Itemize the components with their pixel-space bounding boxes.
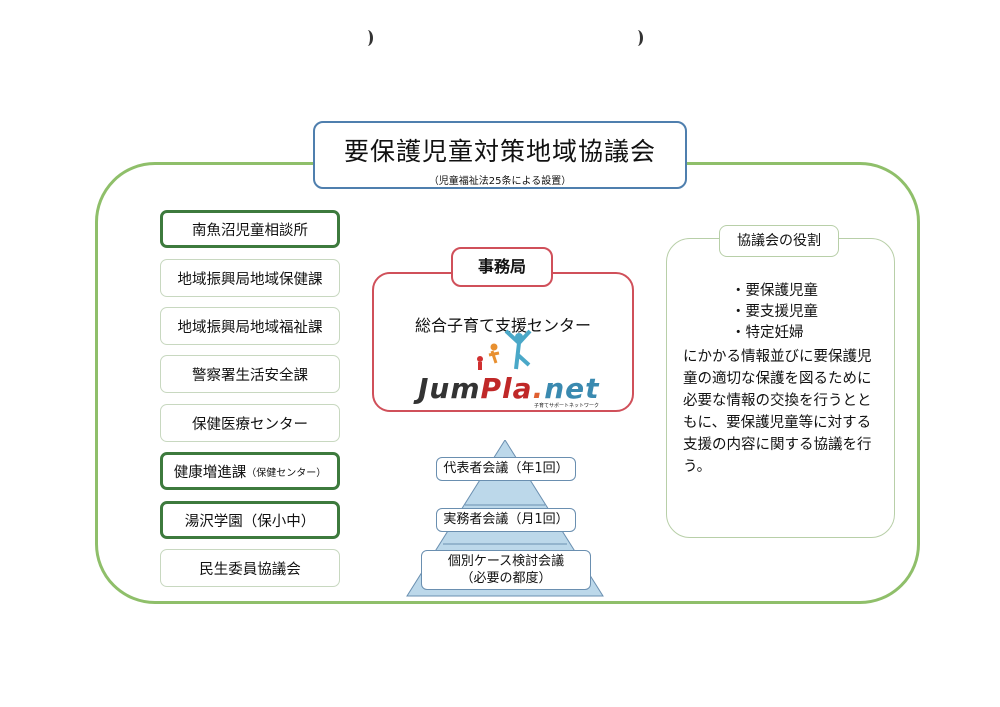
secretariat-box: 総合子育て支援センター JumPla.net 子育てサポートネットワーク (372, 272, 634, 412)
role-box: ・要保護児童・要支援児童・特定妊婦 にかかる情報並びに要保護児童の適切な保護を図… (666, 238, 895, 538)
secretariat-name: 総合子育て支援センター (414, 316, 591, 335)
jumping-figures-icon (477, 329, 532, 370)
member-org: 民生委員協議会 (160, 549, 340, 587)
punch-hole (632, 30, 643, 46)
member-org: 警察署生活安全課 (160, 355, 340, 393)
member-org: 南魚沼児童相談所 (160, 210, 340, 248)
title-box: 要保護児童対策地域協議会 （児童福祉法25条による設置） (313, 121, 687, 189)
logo-subtitle: 子育てサポートネットワーク (534, 403, 600, 409)
member-org: 地域振興局地域保健課 (160, 259, 340, 297)
meeting-representatives: 代表者会議（年1回） (436, 457, 576, 481)
role-text: にかかる情報並びに要保護児童の適切な保護を図るために必要な情報の交換を行うととも… (683, 349, 872, 475)
secretariat-tag: 事務局 (451, 247, 553, 287)
member-org: 保健医療センター (160, 404, 340, 442)
role-tag: 協議会の役割 (719, 225, 839, 257)
member-org: 湯沢学園（保小中） (160, 501, 340, 539)
member-org: 健康増進課（保健センター） (160, 452, 340, 490)
jumpla-logo: JumPla.net (418, 372, 600, 405)
meeting-practitioners: 実務者会議（月1回） (436, 508, 576, 532)
page-title: 要保護児童対策地域協議会 (343, 137, 656, 166)
meeting-case-review: 個別ケース検討会議（必要の都度） (421, 550, 591, 590)
member-org: 地域振興局地域福祉課 (160, 307, 340, 345)
subtitle: （児童福祉法25条による設置） (428, 176, 572, 187)
punch-hole (362, 30, 373, 46)
